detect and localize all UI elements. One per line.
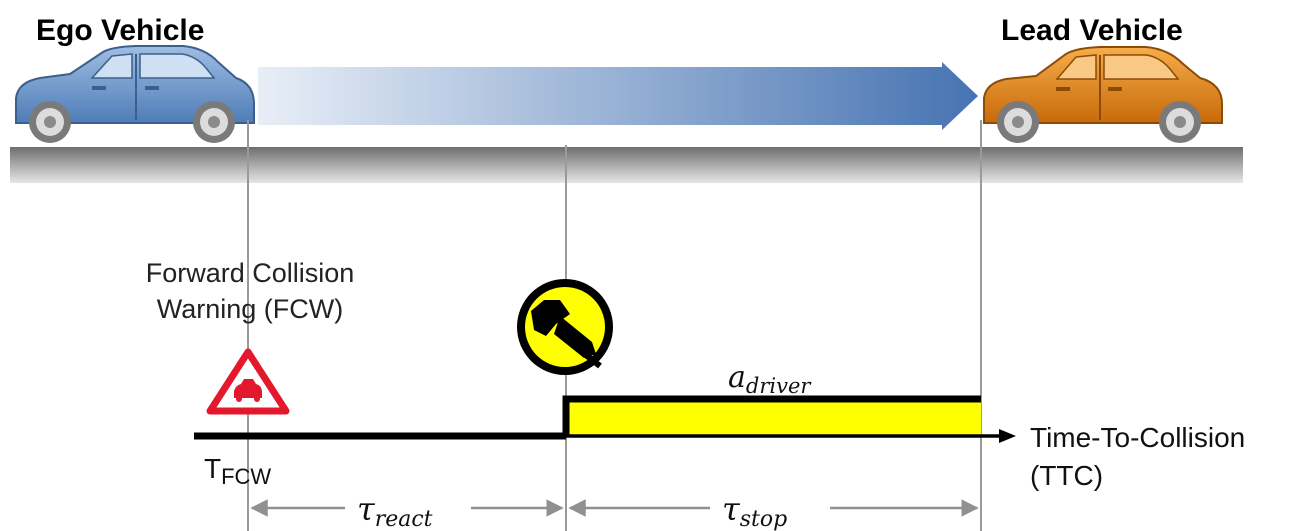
timeline-arrowhead — [999, 429, 1016, 443]
t-fcw-label: TFCW — [204, 453, 271, 489]
tau-react-label: τreact — [357, 490, 433, 531]
tau-stop-label: τstop — [722, 490, 787, 531]
lead-vehicle-label: Lead Vehicle — [1001, 14, 1183, 47]
braking-profile-line — [562, 395, 981, 436]
motion-arrow — [258, 62, 978, 130]
ego-vehicle-label: Ego Vehicle — [36, 14, 204, 47]
brake-pedal-icon — [517, 279, 613, 375]
fcw-label-line2: Warning (FCW) — [157, 294, 344, 324]
a-driver-label: adriver — [728, 360, 812, 398]
fcw-warning-triangle-icon — [206, 348, 290, 415]
braking-zone — [566, 399, 981, 436]
ego-car-icon — [15, 45, 255, 143]
ttc-axis-label-line1: Time-To-Collision — [1030, 422, 1245, 453]
lead-car-icon — [983, 46, 1223, 143]
ttc-axis-label-line2: (TTC) — [1030, 460, 1103, 491]
fcw-label-line1: Forward Collision — [146, 258, 355, 288]
road — [10, 147, 1243, 183]
